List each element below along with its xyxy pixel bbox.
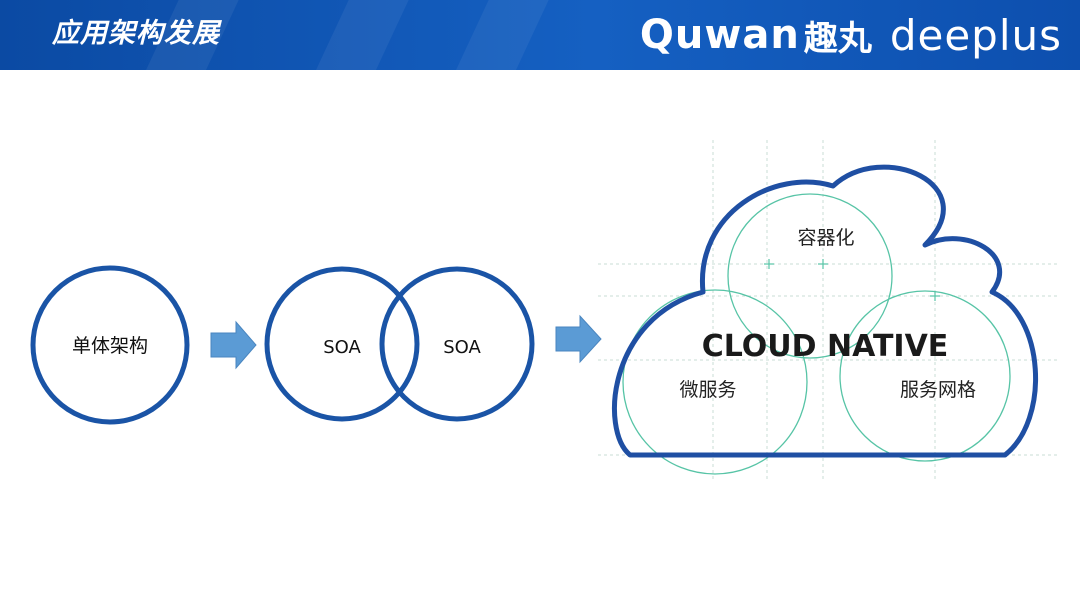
soa-left-label: SOA xyxy=(323,337,361,358)
monolith-circle xyxy=(30,265,190,425)
soa-circle-left xyxy=(264,266,420,422)
containerization-label: 容器化 xyxy=(797,227,854,249)
microservices-label: 微服务 xyxy=(679,379,736,401)
component-circles xyxy=(622,193,1011,475)
quwan-logo-text: Quwan xyxy=(639,12,800,58)
grid-cross-markers xyxy=(764,259,940,301)
cloud-outline xyxy=(612,164,1039,458)
monolith-label: 单体架构 xyxy=(72,335,148,357)
soa-circle-right xyxy=(379,266,535,422)
page-title: 应用架构发展 xyxy=(52,18,220,49)
soa-right-label: SOA xyxy=(443,337,481,358)
arrow-right-icon xyxy=(555,314,602,364)
cloud-native-title: CLOUD NATIVE xyxy=(702,329,949,364)
deeplus-logo-text: deeplus xyxy=(889,10,1062,60)
quwan-logo-cn-text: 趣丸 xyxy=(803,18,872,59)
service-mesh-label: 服务网格 xyxy=(900,379,976,401)
arrow-right-icon xyxy=(210,320,257,370)
